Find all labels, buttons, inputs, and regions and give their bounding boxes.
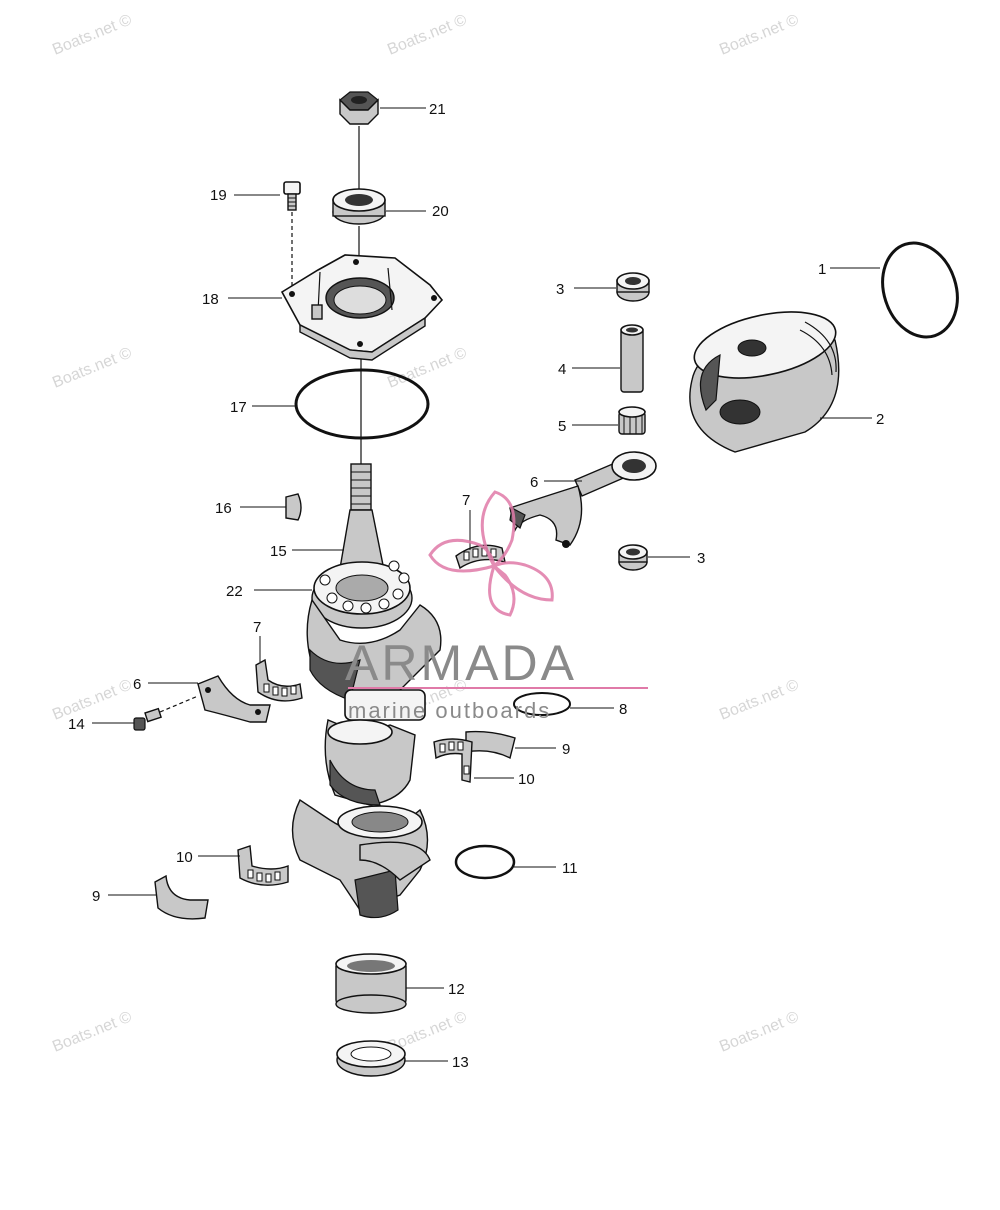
part-13-seal bbox=[336, 1040, 406, 1077]
watermark-1: Boats.net © bbox=[50, 11, 134, 58]
callout-8: 8 bbox=[619, 701, 627, 718]
part-1-piston-ring bbox=[881, 241, 959, 339]
callout-4: 4 bbox=[558, 361, 566, 378]
callout-3-upper: 3 bbox=[556, 281, 564, 298]
part-11-snap-ring bbox=[454, 844, 516, 880]
parts bbox=[133, 91, 959, 1077]
part-21-nut bbox=[339, 91, 379, 125]
part-6-connecting-rod bbox=[509, 451, 657, 548]
leader-lines bbox=[92, 107, 880, 1062]
callout-14: 14 bbox=[68, 716, 85, 733]
callout-20: 20 bbox=[432, 203, 449, 220]
callout-3-lower: 3 bbox=[697, 550, 705, 567]
callout-9-right: 9 bbox=[562, 741, 570, 758]
part-9-race-left bbox=[154, 874, 209, 920]
callout-10-right: 10 bbox=[518, 771, 535, 788]
callout-5: 5 bbox=[558, 418, 566, 435]
callout-16: 16 bbox=[215, 500, 232, 517]
callout-2: 2 bbox=[876, 411, 884, 428]
part-7-roller-cage-left bbox=[255, 658, 303, 702]
watermark-2: Boats.net © bbox=[385, 11, 469, 58]
part-19-bolt bbox=[283, 181, 301, 211]
watermark-5: Boats.net © bbox=[385, 344, 469, 391]
part-20-seal bbox=[332, 188, 386, 225]
watermark-7: Boats.net © bbox=[50, 676, 134, 723]
logo-tagline: marine outboards bbox=[348, 698, 551, 723]
part-10-roller-cage-left bbox=[237, 845, 289, 886]
callout-15: 15 bbox=[270, 543, 287, 560]
part-14-screw bbox=[133, 695, 199, 731]
callout-7-upper: 7 bbox=[462, 492, 470, 509]
part-4-wrist-pin bbox=[620, 324, 644, 393]
callout-22: 22 bbox=[226, 583, 243, 600]
part-3-retainer-lower bbox=[618, 544, 648, 571]
part-8-ring bbox=[513, 692, 571, 716]
watermark-4: Boats.net © bbox=[50, 344, 134, 391]
callout-17: 17 bbox=[230, 399, 247, 416]
part-7-roller-cage-upper bbox=[455, 544, 506, 570]
callout-12: 12 bbox=[448, 981, 465, 998]
callout-6-lower: 6 bbox=[133, 676, 141, 693]
callout-9-left: 9 bbox=[92, 888, 100, 905]
callout-1: 1 bbox=[818, 261, 826, 278]
callout-labels: 21 19 20 18 3 1 4 17 5 2 6 16 7 15 3 22 … bbox=[68, 101, 884, 1071]
part-16-key bbox=[285, 493, 302, 521]
callout-21: 21 bbox=[429, 101, 446, 118]
callout-11: 11 bbox=[562, 860, 578, 877]
callout-18: 18 bbox=[202, 291, 219, 308]
watermark-12: Boats.net © bbox=[717, 1008, 801, 1055]
part-9-race-right bbox=[465, 730, 516, 760]
callout-7-lower: 7 bbox=[253, 619, 261, 636]
propeller-icon bbox=[428, 490, 554, 617]
callout-6-upper: 6 bbox=[530, 474, 538, 491]
part-5-needle-bearing bbox=[618, 406, 646, 435]
callout-13: 13 bbox=[452, 1054, 469, 1071]
callout-10-left: 10 bbox=[176, 849, 193, 866]
watermark-3: Boats.net © bbox=[717, 11, 801, 58]
armada-logo: ARMADA marine outboards bbox=[345, 490, 648, 723]
part-18-end-cap bbox=[280, 254, 444, 361]
watermark-9: Boats.net © bbox=[717, 676, 801, 723]
logo-name: ARMADA bbox=[345, 635, 577, 691]
part-10-roller-cage-right bbox=[433, 738, 473, 783]
part-12-bearing bbox=[335, 953, 407, 1014]
crankshaft bbox=[291, 463, 442, 919]
part-2-piston bbox=[689, 311, 840, 453]
part-3-retainer-upper bbox=[616, 272, 650, 302]
watermark-10: Boats.net © bbox=[50, 1008, 134, 1055]
part-17-o-ring bbox=[294, 368, 430, 440]
part-6-rod-cap bbox=[197, 675, 271, 723]
callout-19: 19 bbox=[210, 187, 227, 204]
